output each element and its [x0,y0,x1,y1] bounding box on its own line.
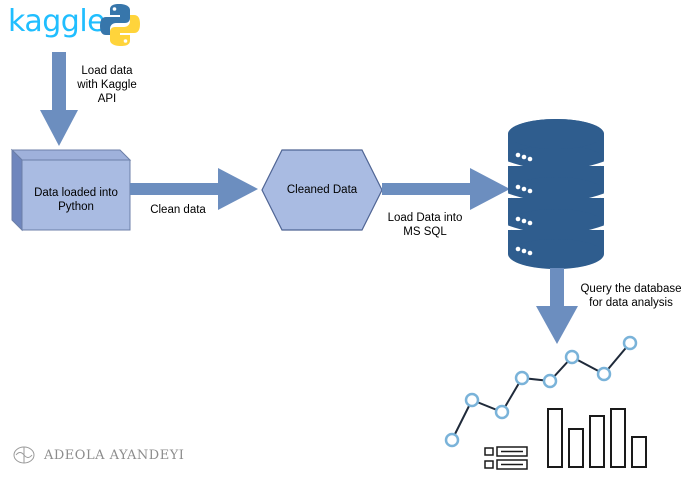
cleaned-data-label: Cleaned Data [286,184,358,196]
arrow-load-kaggle [40,52,78,146]
label-query: Query the database for data analysis [580,283,682,309]
python-box-label: Data loaded into Python [34,187,118,213]
label-clean-data: Clean data [150,204,206,216]
python-data-box [10,148,132,232]
cleaned-data-node [261,149,383,231]
python-logo-icon [100,4,140,46]
arrow-clean-data [130,168,258,210]
list-icon [484,446,528,470]
kaggle-logo: kaggle [8,4,106,39]
bar-chart-icon [547,408,647,468]
arrow-query [536,268,578,344]
line-chart-icon [444,335,638,448]
database-icon [507,119,605,269]
label-load-kaggle: Load data with Kaggle API [77,65,137,105]
brain-logo-icon [13,446,35,464]
label-load-sql: Load Data into MS SQL [387,212,463,238]
arrow-load-sql [382,168,510,210]
watermark-text: ADEOLA AYANDEYI [44,448,185,463]
